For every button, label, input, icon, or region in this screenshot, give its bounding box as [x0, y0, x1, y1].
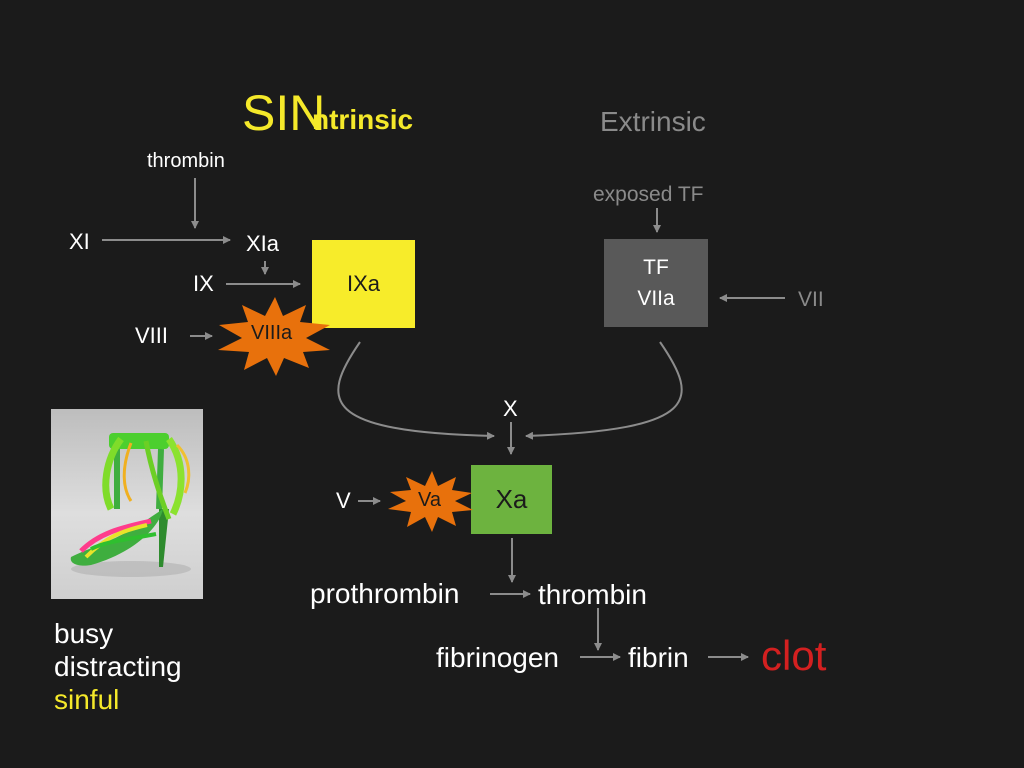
- label-xa: Xa: [495, 484, 528, 514]
- xa-box: [471, 465, 552, 534]
- arrow-ixa-to-x: [337, 341, 495, 440]
- tf-viia-box: [604, 239, 708, 327]
- label-thrombin: thrombin: [538, 579, 647, 610]
- arrow-tf-to-x: [525, 341, 683, 440]
- ixa-box: [312, 240, 415, 328]
- caption-distracting: distracting: [54, 651, 182, 682]
- green-sandal-icon: [70, 433, 191, 577]
- label-ix: IX: [193, 271, 214, 296]
- caption-busy: busy: [54, 618, 114, 649]
- ixa-label-box: IXa: [312, 240, 415, 328]
- label-fibrinogen: fibrinogen: [436, 642, 559, 673]
- label-fibrin: fibrin: [628, 642, 689, 673]
- caption-sinful: sinful: [54, 684, 120, 715]
- label-viia: VIIa: [637, 287, 675, 310]
- label-x: X: [503, 396, 518, 421]
- title-intrinsic: ntrinsic: [312, 104, 414, 135]
- label-v: V: [336, 488, 351, 513]
- label-clot: clot: [761, 632, 827, 679]
- label-va: Va: [418, 489, 441, 511]
- label-ixa: IXa: [346, 271, 381, 296]
- label-tf: TF: [643, 256, 669, 279]
- tf-viia-label-box: TF VIIa: [604, 239, 708, 327]
- label-xia: XIa: [246, 231, 280, 256]
- title-sin: SIN: [242, 85, 326, 141]
- label-prothrombin: prothrombin: [310, 578, 460, 609]
- label-viii: VIII: [135, 323, 169, 348]
- label-vii: VII: [798, 288, 824, 311]
- xa-label-box: Xa: [471, 465, 552, 534]
- label-viiia: VIIIa: [251, 322, 293, 344]
- label-exposed-tf: exposed TF: [593, 183, 704, 206]
- label-thrombin-top: thrombin: [147, 150, 225, 172]
- shoe-photo: [51, 409, 203, 599]
- viiia-starburst: [218, 297, 330, 376]
- va-starburst: [388, 471, 473, 532]
- title-extrinsic: Extrinsic: [600, 106, 706, 137]
- label-xi: XI: [69, 229, 90, 254]
